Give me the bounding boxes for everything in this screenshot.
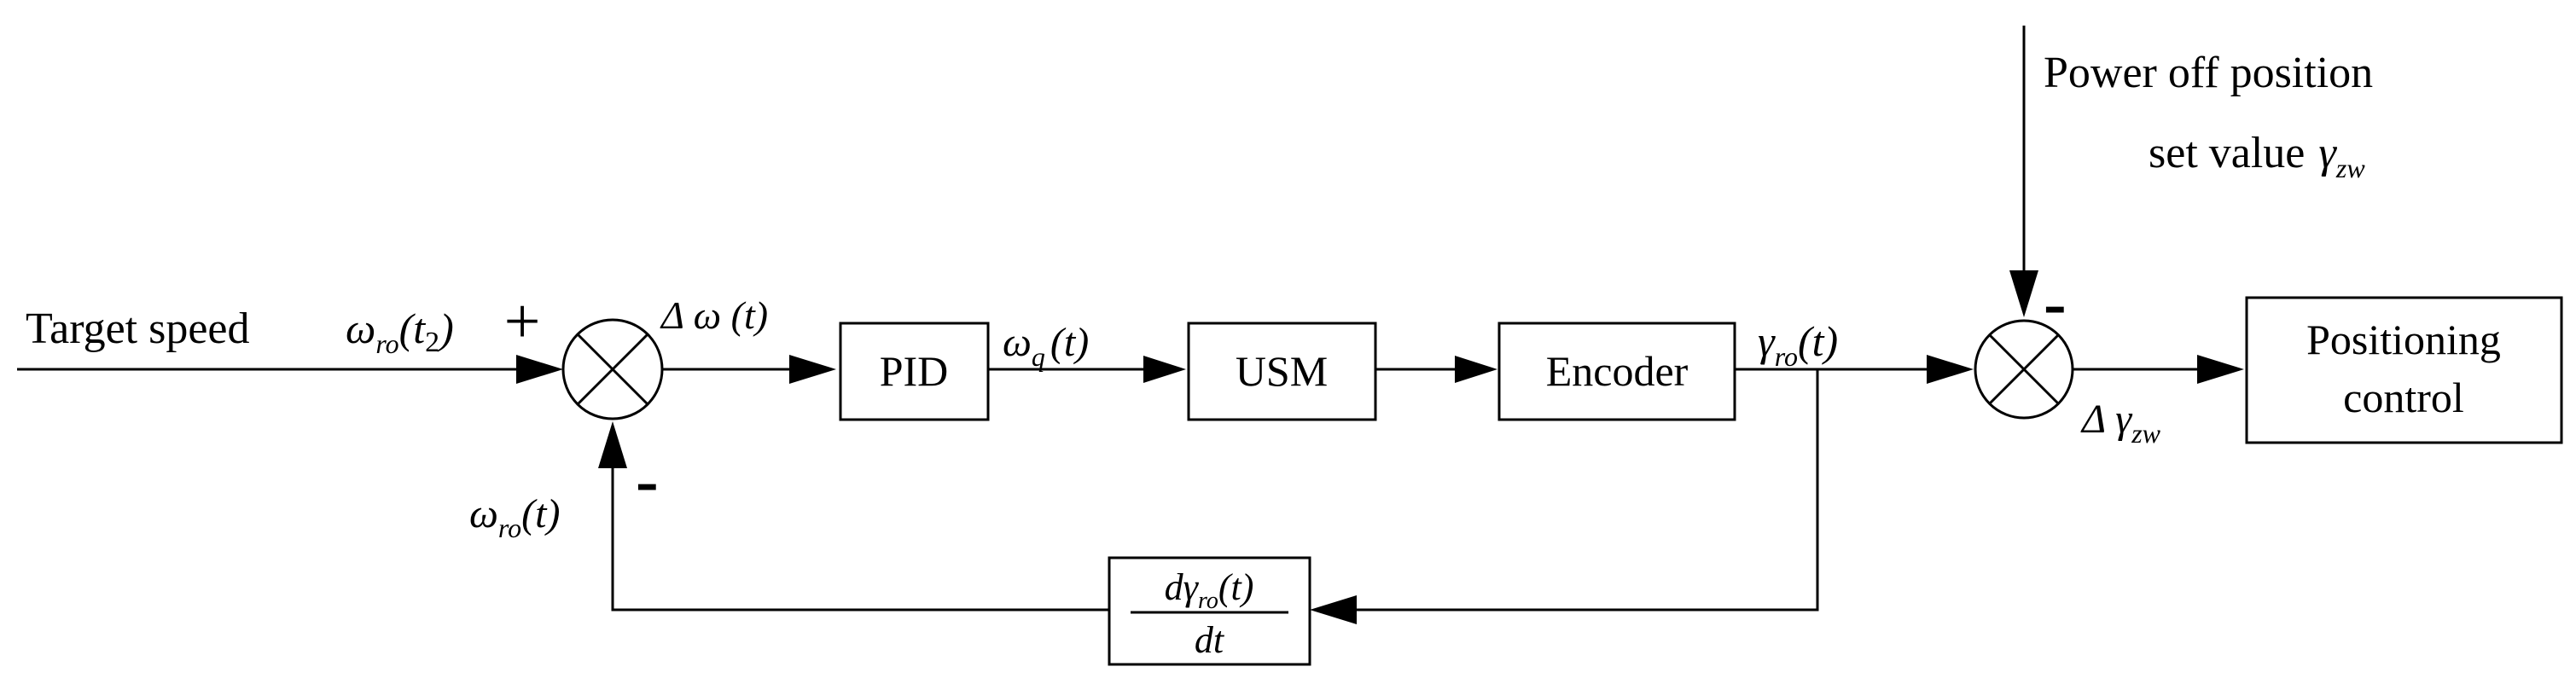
usm-arrowhead (1143, 356, 1186, 383)
derivative-numerator: dγro(t) (1165, 566, 1254, 614)
encoder-label: Encoder (1546, 347, 1689, 395)
power-off-label-line1: Power off position (2044, 49, 2373, 97)
pid-block: PID (839, 322, 990, 421)
positioning-label-line1: Positioning (2306, 316, 2501, 363)
input-arrowhead (516, 355, 563, 384)
derivative-arrowhead (1310, 595, 1357, 624)
summing-junction-speed (561, 318, 664, 420)
usm-block: USM (1187, 322, 1377, 421)
minus-sign-position: - (2044, 266, 2067, 341)
minus-sign-speed: - (636, 443, 659, 519)
target-speed-symbol: ωro(t2) (346, 304, 454, 359)
encoder-arrowhead (1455, 356, 1497, 383)
delta-omega-label: Δ ω (t) (660, 293, 768, 337)
summing-junction-position (1974, 319, 2074, 420)
usm-label: USM (1236, 347, 1328, 395)
positioning-label-line2: control (2343, 374, 2464, 421)
plus-sign: + (504, 286, 541, 357)
feedback-line (1357, 369, 1819, 612)
sum1-feedback-arrowhead (598, 421, 627, 468)
derivative-denominator: dt (1195, 619, 1225, 661)
target-speed-label: Target speed (26, 304, 250, 353)
omega-q-label: ωq(t) (1003, 320, 1089, 372)
feedback-return-line (611, 465, 1109, 612)
feedback-omega-label: ωro(t) (469, 491, 560, 543)
positioning-control-block: Positioning control (2245, 296, 2563, 444)
delta-gamma-label: Δ γzw (2080, 397, 2161, 449)
sum2-arrowhead (1927, 355, 1974, 384)
derivative-block: dγro(t) dt (1108, 556, 1311, 666)
gamma-ro-label: γro(t) (1758, 317, 1838, 372)
encoder-block: Encoder (1497, 322, 1736, 421)
setpoint-arrowhead (2009, 270, 2038, 317)
positioning-arrowhead (2197, 355, 2244, 384)
pid-label: PID (880, 347, 949, 395)
pid-arrowhead (789, 355, 836, 384)
